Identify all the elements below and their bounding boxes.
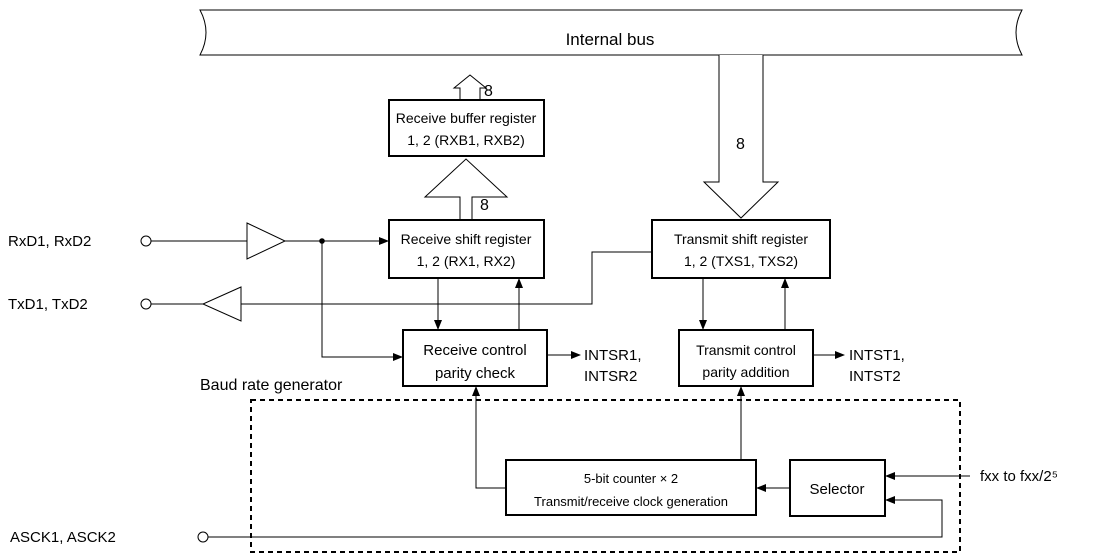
receive-control-label-1: Receive control — [423, 342, 526, 359]
receive-shift-register: Receive shift register 1, 2 (RX1, RX2) — [388, 219, 545, 279]
receive-control-block: Receive control parity check — [402, 329, 548, 387]
intsr-label-1: INTSR1, — [584, 347, 642, 364]
baud-rate-generator-label: Baud rate generator — [200, 377, 343, 394]
counter-block: 5-bit counter × 2 Transmit/receive clock… — [505, 459, 757, 516]
receive-buffer-label-2: 1, 2 (RXB1, RXB2) — [407, 132, 525, 148]
internal-bus-label: Internal bus — [566, 30, 655, 49]
intsr-label-2: INTSR2 — [584, 368, 637, 385]
asck-input-path: ASCK1, ASCK2 — [10, 496, 943, 546]
transmit-shift-label-2: 1, 2 (TXS1, TXS2) — [684, 253, 798, 269]
rxd-pin-icon — [140, 235, 152, 247]
selector-label: Selector — [809, 481, 864, 498]
rx-buffer-amp-icon — [246, 222, 287, 260]
txd-pin-icon — [140, 298, 152, 310]
receive-shift-label-1: Receive shift register — [401, 231, 532, 247]
tx-buffer-amp-icon — [201, 286, 242, 322]
transmit-control-label-2: parity addition — [702, 364, 789, 380]
shift-to-buffer-width: 8 — [480, 197, 489, 214]
clock-input-label: fxx to fxx/2⁵ — [980, 468, 1058, 485]
receive-shift-label-2: 1, 2 (RX1, RX2) — [417, 253, 516, 269]
asck-pin-label: ASCK1, ASCK2 — [10, 529, 116, 546]
transmit-control-block: Transmit control parity addition — [678, 329, 814, 387]
rxd-input-path: RxD1, RxD2 — [8, 222, 403, 361]
intst-label-1: INTST1, — [849, 347, 905, 364]
transmit-control-label-1: Transmit control — [696, 342, 796, 358]
asck-pin-icon — [197, 531, 209, 543]
bus-width-transmit: 8 — [736, 136, 745, 153]
receive-control-label-2: parity check — [435, 365, 516, 382]
internal-bus: Internal bus — [199, 9, 1023, 56]
transmit-shift-register: Transmit shift register 1, 2 (TXS1, TXS2… — [651, 219, 831, 279]
intst-label-2: INTST2 — [849, 368, 901, 385]
receive-buffer-label-1: Receive buffer register — [396, 110, 537, 126]
rxd-pin-label: RxD1, RxD2 — [8, 233, 91, 250]
counter-label-2: Transmit/receive clock generation — [534, 494, 728, 509]
bus-width-receive-buffer: 8 — [484, 83, 493, 100]
transmit-shift-label-1: Transmit shift register — [674, 231, 808, 247]
selector-block: Selector — [789, 459, 886, 517]
txd-output-path: TxD1, TxD2 — [8, 251, 652, 322]
bus-arrow-transmit: 8 — [702, 55, 780, 219]
receive-buffer-register: Receive buffer register 1, 2 (RXB1, RXB2… — [388, 99, 545, 157]
txd-pin-label: TxD1, TxD2 — [8, 296, 88, 313]
bus-arrow-receive-buffer: 8 — [452, 74, 493, 100]
counter-label-1: 5-bit counter × 2 — [584, 471, 678, 486]
shift-to-buffer-arrow: 8 — [423, 158, 509, 220]
